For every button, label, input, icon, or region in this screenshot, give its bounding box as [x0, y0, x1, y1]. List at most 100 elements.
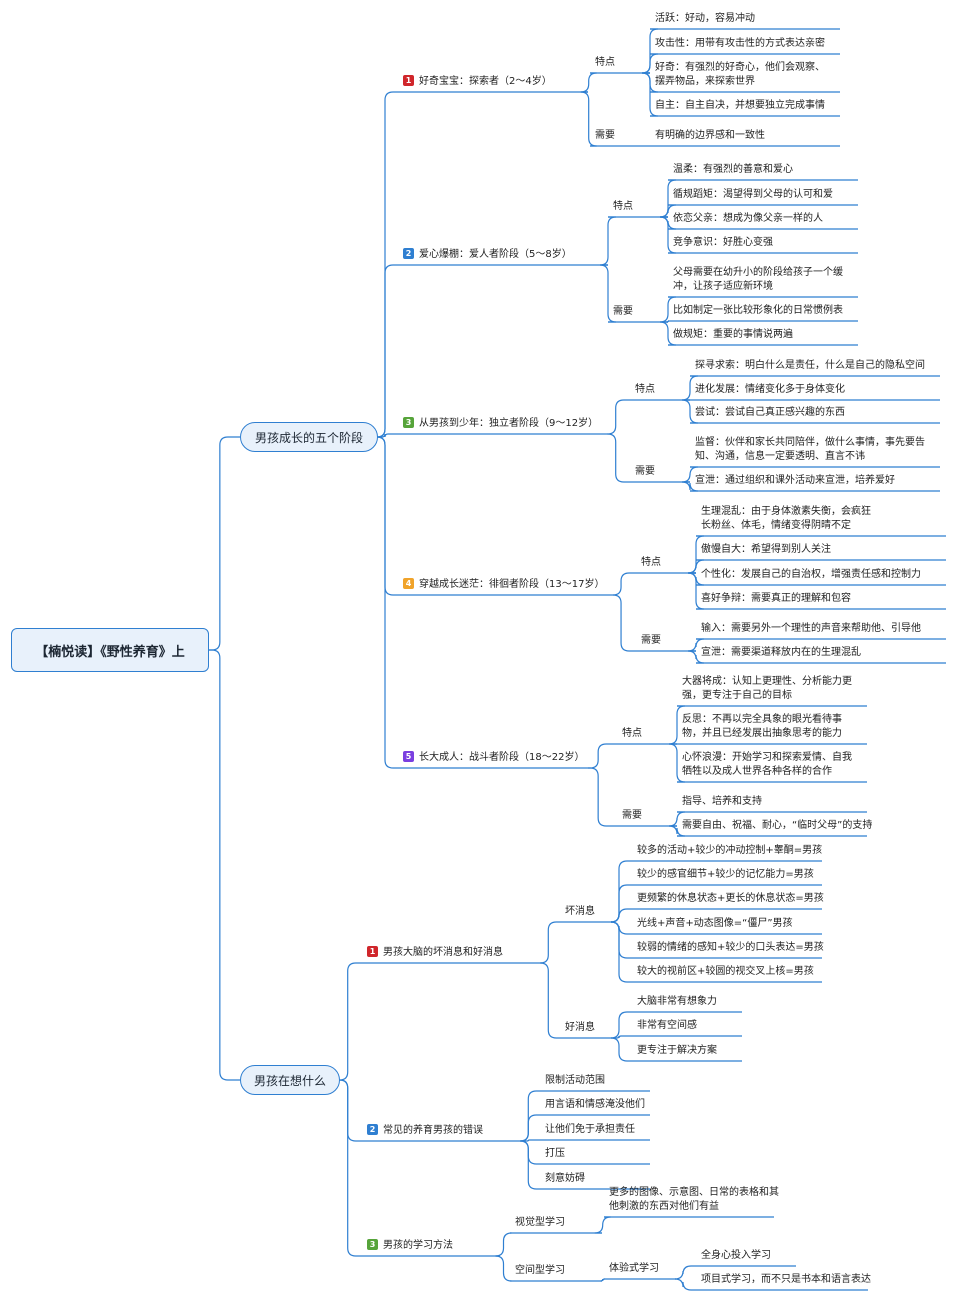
stage-3-need-2[interactable]: 宣泄：通过组织和课外活动来宣泄，培养爱好 [695, 474, 895, 488]
connector-stage-3 [378, 433, 398, 438]
stage-2-trait-2[interactable]: 循规蹈矩：渴望得到父母的认可和爱 [673, 188, 833, 202]
brain-topic[interactable]: 1 男孩大脑的坏消息和好消息 [367, 946, 503, 960]
stage-5-need-2[interactable]: 需要自由、祝福、耐心，“临时父母”的支持 [682, 819, 872, 833]
main-topic-stages[interactable]: 男孩成长的五个阶段 [240, 422, 378, 452]
stage-4-trait-3-label: 个性化：发展自己的自治权，增强责任感和控制力 [701, 569, 921, 580]
stage-4-need-1-label: 输入：需要另外一个理性的声音来帮助他、引导他 [701, 623, 921, 634]
stage-2-need-3[interactable]: 做规矩：重要的事情说两遍 [673, 328, 793, 342]
experiential-item-1[interactable]: 全身心投入学习 [701, 1249, 771, 1263]
bad-news[interactable]: 坏消息 [565, 905, 595, 919]
spatial-learning[interactable]: 空间型学习 [515, 1264, 565, 1278]
stage-2-needs[interactable]: 需要 [613, 305, 633, 319]
connector-stage-3-needs [607, 433, 630, 483]
connector-stage-2-traits [599, 216, 617, 266]
experiential-learning[interactable]: 体验式学习 [609, 1262, 659, 1276]
stage-4-trait-1-label: 生理混乱：由于身体激素失衡，会疯狂 长粉丝、体毛，情绪变得阴晴不定 [701, 506, 871, 531]
connector-spatial [495, 1255, 512, 1282]
connector-good [610, 1011, 632, 1039]
root-topic[interactable]: 【楠悦读】《野性养育》上 [11, 628, 209, 672]
stage-5-traits[interactable]: 特点 [622, 727, 642, 741]
stage-4-trait-3[interactable]: 个性化：发展自己的自治权，增强责任感和控制力 [701, 568, 921, 582]
stage-1-trait-3[interactable]: 好奇：有强烈的好奇心，他们会观察、 摆弄物品，来探索世界 [655, 61, 825, 89]
connector-stage-5-needs [588, 767, 617, 827]
stage-1-traits[interactable]: 特点 [595, 56, 615, 70]
connector-stage-2 [376, 264, 398, 438]
good-news[interactable]: 好消息 [565, 1021, 595, 1035]
stage-3-trait-2[interactable]: 进化发展：情绪变化多于身体变化 [695, 383, 845, 397]
stage-2-need-2[interactable]: 比如制定一张比较形象化的日常惯例表 [673, 304, 843, 318]
bad-news-item-1-label: 较多的活动+较少的冲动控制+睾酮=男孩 [637, 845, 823, 856]
stage-1-need-1-label: 有明确的边界感和一致性 [655, 130, 765, 141]
connector-exp-1 [674, 1265, 696, 1280]
stage-4-need-1[interactable]: 输入：需要另外一个理性的声音来帮助他、引导他 [701, 622, 921, 636]
stage-4-traits[interactable]: 特点 [641, 556, 661, 570]
mistake-item-1[interactable]: 限制活动范围 [545, 1074, 605, 1088]
bad-news-item-4[interactable]: 光线+声音+动态图像=“僵尸”男孩 [637, 917, 793, 931]
stage-4-needs-label: 需要 [641, 635, 661, 646]
stage-3-traits[interactable]: 特点 [635, 383, 655, 397]
connector-visual [495, 1232, 512, 1257]
experiential-item-2[interactable]: 项目式学习，而不只是书本和语言表达 [701, 1273, 871, 1287]
stage-4-need-2[interactable]: 宣泄：需要渠道释放内在的生理混乱 [701, 646, 861, 660]
stage-3-needs[interactable]: 需要 [635, 465, 655, 479]
stage-4-needs[interactable]: 需要 [641, 634, 661, 648]
bad-news-item-2[interactable]: 较少的感官细节+较少的记忆能力=男孩 [637, 868, 814, 882]
stage-2-trait-4[interactable]: 竞争意识：好胜心变强 [673, 236, 773, 250]
visual-learning-label: 视觉型学习 [515, 1217, 565, 1228]
stage-2-trait-1[interactable]: 温柔：有强烈的善意和爱心 [673, 163, 793, 177]
stage-4-trait-2[interactable]: 傲慢自大：希望得到别人关注 [701, 543, 831, 557]
stage-1-trait-1[interactable]: 活跃：好动，容易冲动 [655, 12, 755, 26]
bad-news-item-5[interactable]: 较弱的情绪的感知+较少的口头表达=男孩 [637, 941, 824, 955]
visual-learning-item[interactable]: 更多的图像、示意图、日常的表格和其 他刺激的东西对他们有益 [609, 1186, 779, 1214]
number-badge: 2 [403, 248, 414, 259]
good-news-item-1[interactable]: 大脑非常有想象力 [637, 995, 717, 1009]
stage-3-trait-1[interactable]: 探寻求索：明白什么是责任，什么是自己的隐私空间 [695, 359, 925, 373]
stage-2-traits[interactable]: 特点 [613, 200, 633, 214]
bad-news-item-6[interactable]: 较大的视前区+较圆的视交叉上核=男孩 [637, 965, 814, 979]
stage-3-need-1[interactable]: 监督：伙伴和家长共同陪伴，做什么事情，事先要告 知、沟通，信息一定要透明、直言不… [695, 436, 925, 464]
stage-5-trait-1[interactable]: 大器将成：认知上更理性、分析能力更 强，更专注于自己的目标 [682, 675, 852, 703]
bad-news-item-3[interactable]: 更频繁的休息状态+更长的休息状态=男孩 [637, 892, 824, 906]
stage-5-needs[interactable]: 需要 [622, 809, 642, 823]
stage-4-trait-1[interactable]: 生理混乱：由于身体激素失衡，会疯狂 长粉丝、体毛，情绪变得阴晴不定 [701, 505, 871, 533]
stage-5-trait-3[interactable]: 心怀浪漫：开始学习和探索爱情、自我 牺牲以及成人世界各种各样的合作 [682, 751, 852, 779]
stage-1-trait-4[interactable]: 自主：自主自决，并想要独立完成事情 [655, 99, 825, 113]
good-news-item-3[interactable]: 更专注于解决方案 [637, 1044, 717, 1058]
stage-5-need-1[interactable]: 指导、培养和支持 [682, 795, 762, 809]
mistake-item-4-label: 打压 [545, 1148, 565, 1159]
stage-1-needs[interactable]: 需要 [595, 129, 615, 143]
stage-2-trait-1-label: 温柔：有强烈的善意和爱心 [673, 164, 793, 175]
connector-mistake [522, 1139, 540, 1142]
main-topic-thinking[interactable]: 男孩在想什么 [240, 1065, 340, 1095]
stage-2-trait-3[interactable]: 依恋父亲：想成为像父亲一样的人 [673, 212, 823, 226]
mistake-item-5-label: 刻意妨碍 [545, 1173, 585, 1184]
stage-1-need-1[interactable]: 有明确的边界感和一致性 [655, 129, 765, 143]
mistake-item-3[interactable]: 让他们免于承担责任 [545, 1123, 635, 1137]
visual-learning[interactable]: 视觉型学习 [515, 1216, 565, 1230]
number-badge: 1 [367, 946, 378, 957]
stage-5-trait-2[interactable]: 反思：不再以完全具象的眼光看待事 物，并且已经发展出抽象思考的能力 [682, 713, 842, 741]
stage-3-trait-1-label: 探寻求索：明白什么是责任，什么是自己的隐私空间 [695, 360, 925, 371]
mistake-item-2[interactable]: 用言语和情感淹没他们 [545, 1098, 645, 1112]
connector-stage-4-traits [613, 572, 636, 596]
mistake-item-4[interactable]: 打压 [545, 1147, 565, 1161]
stage-4-trait-4[interactable]: 喜好争辩：需要真正的理解和包容 [701, 592, 851, 606]
bad-news-item-1[interactable]: 较多的活动+较少的冲动控制+睾酮=男孩 [637, 844, 822, 858]
good-news-item-2[interactable]: 非常有空间感 [637, 1019, 697, 1033]
brain-topic-label: 男孩大脑的坏消息和好消息 [383, 947, 503, 958]
stage-1-trait-2[interactable]: 攻击性：用带有攻击性的方式表达亲密 [655, 37, 825, 51]
stage-5-label: 长大成人：战斗者阶段（18～22岁） [419, 752, 585, 763]
connector-root-stages [209, 436, 240, 651]
experiential-item-1-label: 全身心投入学习 [701, 1250, 771, 1261]
stage-3-trait-3[interactable]: 尝试：尝试自己真正感兴趣的东西 [695, 406, 845, 420]
mistake-item-1-label: 限制活动范围 [545, 1075, 605, 1086]
mistake-item-5[interactable]: 刻意妨碍 [545, 1172, 585, 1186]
stage-2-need-1[interactable]: 父母需要在幼升小的阶段给孩子一个缓 冲，让孩子适应新环境 [673, 266, 843, 294]
